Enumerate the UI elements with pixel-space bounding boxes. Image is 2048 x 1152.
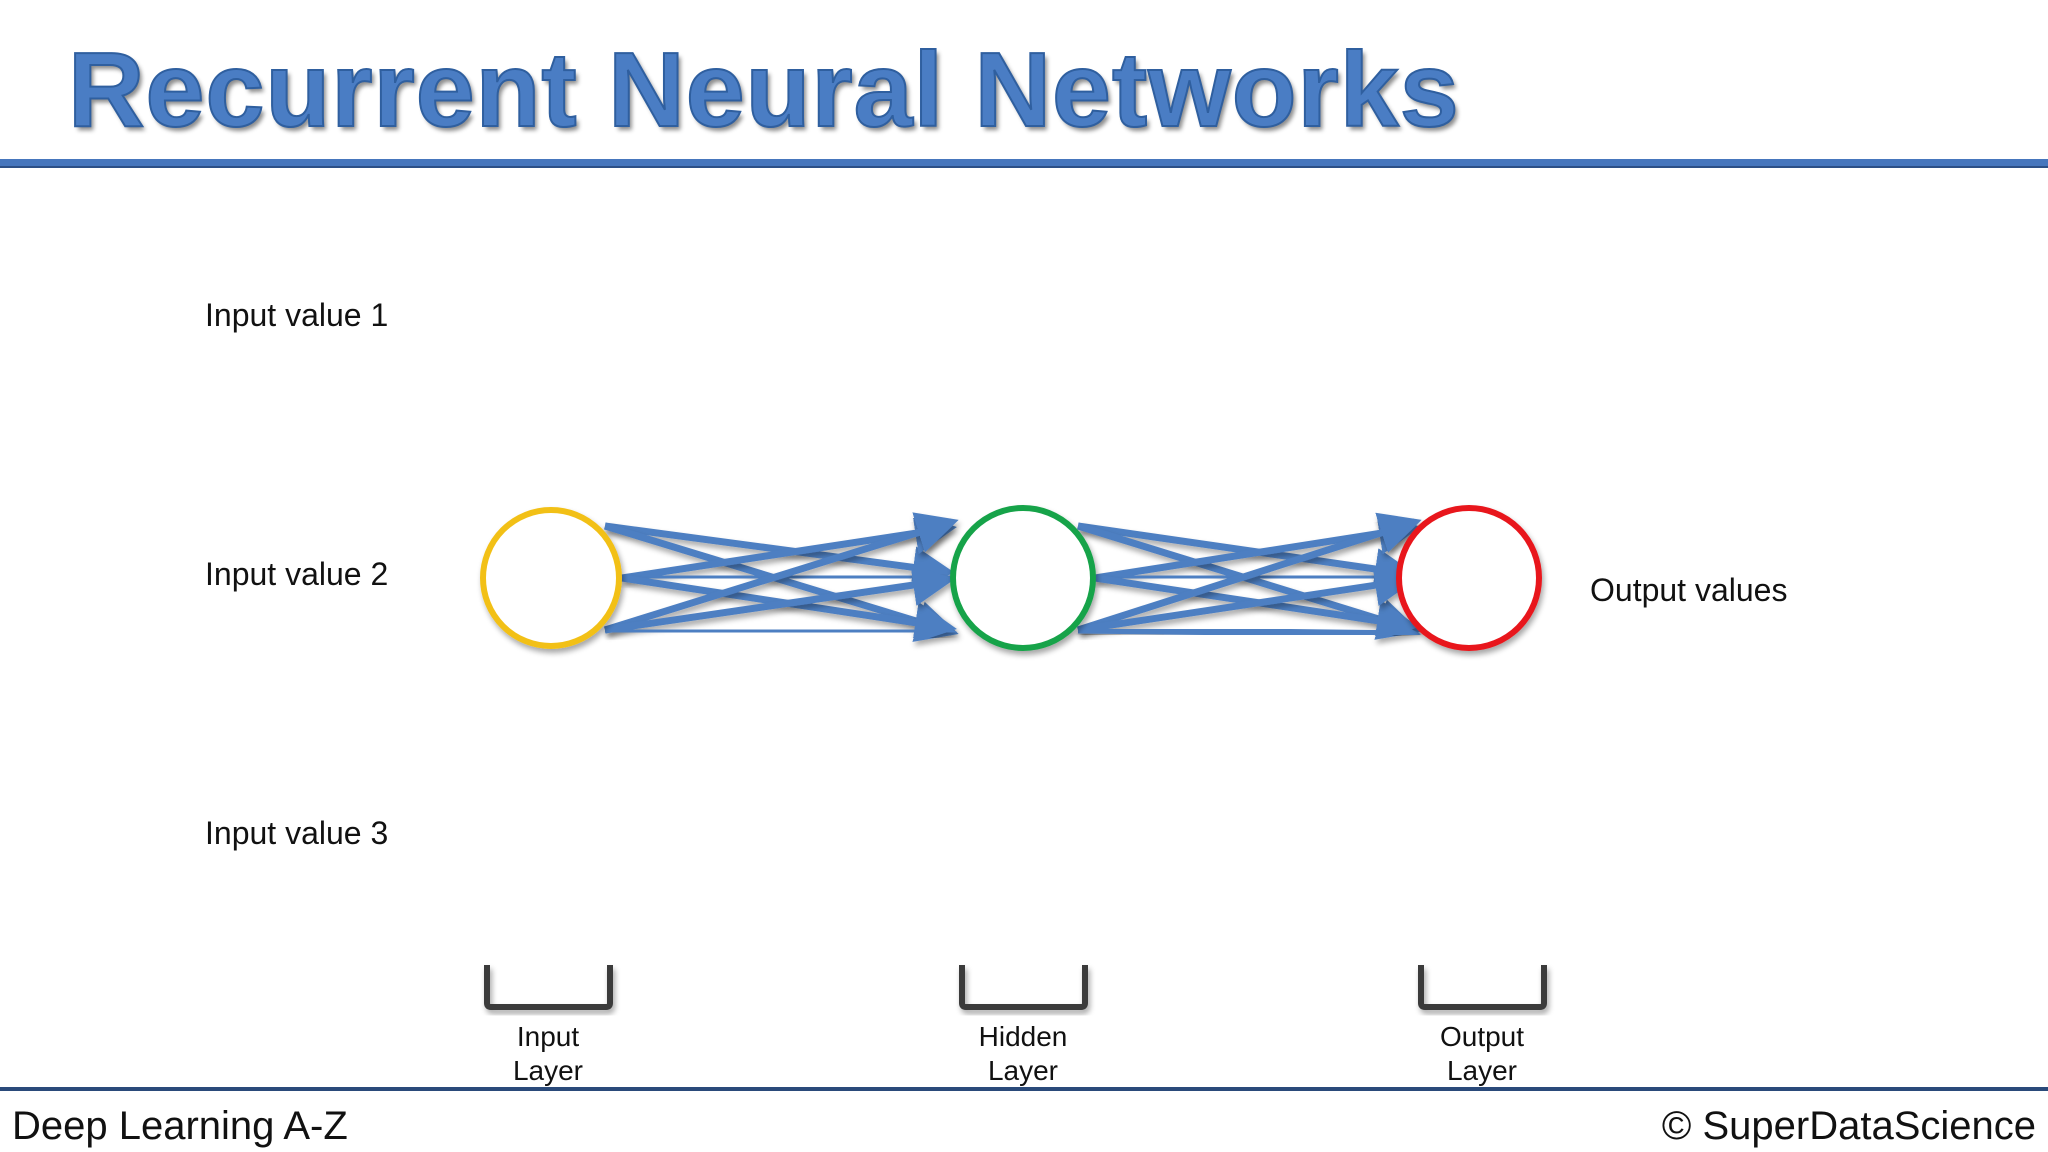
- hidden-layer-label: Hidden Layer: [923, 1020, 1123, 1088]
- title-divider: [0, 159, 2048, 168]
- connection-arrow: [1077, 612, 1421, 655]
- course-name: Deep Learning A-Z: [12, 1104, 348, 1148]
- input-layer-label-line1: Input: [516, 1021, 580, 1052]
- output-values-label: Output values: [1590, 572, 1788, 608]
- connection-arrow: [603, 512, 959, 634]
- input-layer-node: [480, 507, 622, 649]
- input-value-1-label: Input value 1: [205, 297, 389, 333]
- input-value-3-label: Input value 3: [205, 815, 389, 851]
- output-layer-bracket: [1418, 965, 1547, 1010]
- connection-arrow: [604, 610, 957, 653]
- hidden-layer-label-line2: Layer: [987, 1055, 1059, 1086]
- hidden-layer-bracket: [959, 965, 1088, 1010]
- output-layer-label-line2: Layer: [1446, 1055, 1518, 1086]
- connection-arrow: [604, 522, 955, 589]
- connection-arrow: [604, 564, 955, 634]
- connection-arrow: [1077, 564, 1417, 634]
- output-layer-label-line1: Output: [1439, 1021, 1525, 1052]
- output-layer-node: [1396, 505, 1542, 651]
- connection-arrow: [1076, 512, 1422, 634]
- input-value-2-label: Input value 2: [205, 556, 389, 592]
- footer-divider: [0, 1087, 2048, 1091]
- connections-hidden-to-output: [1076, 505, 1422, 655]
- input-layer-label-line2: Layer: [512, 1055, 584, 1086]
- input-layer-label: Input Layer: [448, 1020, 648, 1088]
- connections-input-to-hidden: [603, 505, 959, 653]
- output-layer-label: Output Layer: [1382, 1020, 1582, 1088]
- copyright-notice: © SuperDataScience: [1661, 1104, 2036, 1148]
- connection-arrow: [1077, 522, 1417, 590]
- input-layer-bracket: [484, 965, 613, 1010]
- slide-title: Recurrent Neural Networks: [67, 30, 1460, 150]
- hidden-layer-node: [950, 505, 1096, 651]
- hidden-layer-label-line1: Hidden: [978, 1021, 1068, 1052]
